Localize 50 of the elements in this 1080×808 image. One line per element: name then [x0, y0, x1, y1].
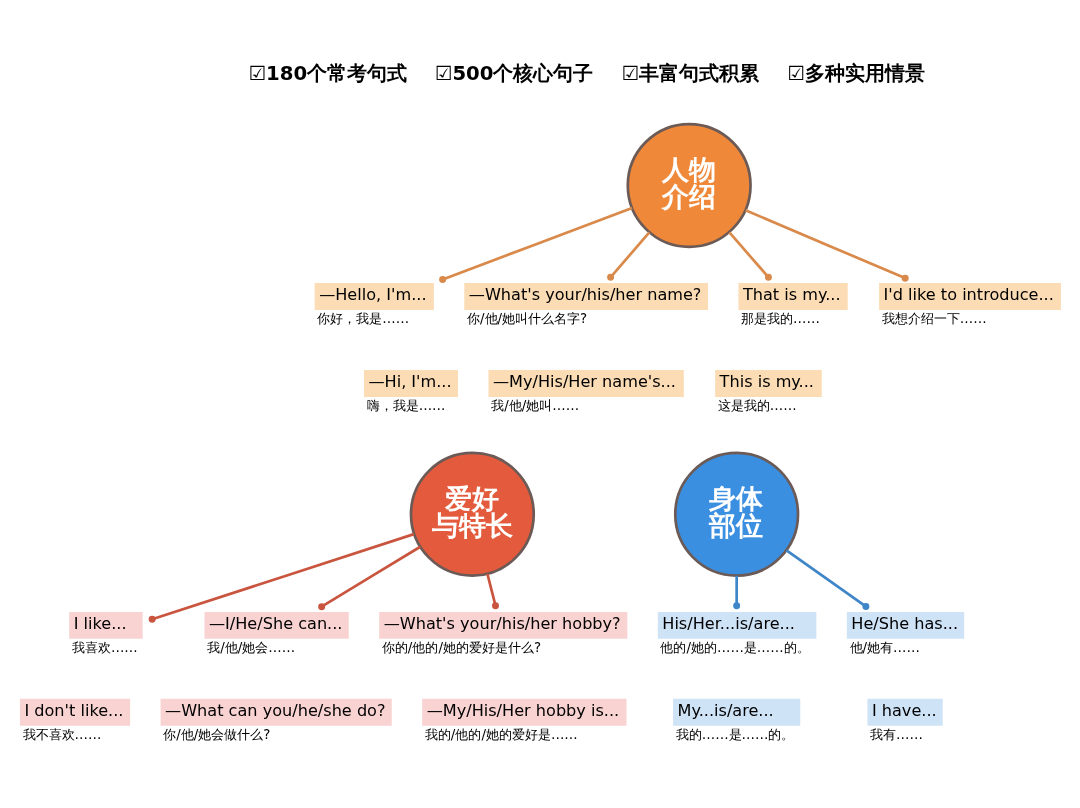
connector	[733, 575, 741, 609]
node-label: 我喜欢……	[71, 639, 138, 655]
node-box: —My/His/Her name's...	[488, 369, 684, 397]
node-label: 这是我的……	[717, 397, 797, 413]
node-label: 他/她有……	[849, 639, 920, 655]
label: ☑多种实用情景	[787, 61, 925, 85]
node-box: —Hello, I'm...	[314, 282, 434, 310]
node-label: 我/他/她会……	[207, 639, 296, 655]
node-label: 嗨，我是……	[366, 397, 446, 413]
node-circle: 身体部位	[673, 451, 800, 577]
connector	[318, 545, 421, 610]
label: ☑180个常考句式	[248, 61, 408, 85]
node-label: 你/他/她叫什么名字?	[466, 310, 588, 326]
node-box: This is my...	[715, 369, 822, 397]
label: ☑500个核心句子	[434, 61, 594, 85]
node-box: My...is/are...	[673, 698, 801, 726]
node-box: I have...	[867, 698, 943, 726]
node-label: 我的……是……的。	[675, 726, 795, 742]
connector	[745, 208, 909, 282]
node-label: 你好，我是……	[317, 310, 410, 326]
node-box: I'd like to introduce...	[879, 282, 1061, 310]
connector	[148, 532, 415, 623]
node-box: —What's your/his/her hobby?	[379, 611, 628, 639]
node-circle: 爱好与特长	[409, 451, 536, 577]
connector	[607, 231, 651, 281]
node-circle: 人物介绍	[626, 122, 752, 248]
node-box: —What can you/he/she do?	[160, 698, 392, 726]
node-box: I don't like...	[19, 698, 131, 726]
node-box: —What's your/his/her name?	[464, 282, 708, 310]
node-label: 我的/他的/她的爱好是……	[424, 726, 578, 742]
label: ☑丰富句式积累	[621, 61, 760, 85]
connector	[728, 231, 772, 281]
node-box: —I/He/She can...	[204, 611, 349, 639]
node-label: 他的/她的……是……的。	[660, 639, 810, 655]
node-label: 我不喜欢……	[22, 726, 102, 742]
node-box: That is my...	[738, 282, 848, 310]
node-box: His/Her...is/are...	[657, 611, 817, 639]
node-label: 你/他/她会做什么?	[163, 726, 271, 742]
node-label: 我想介绍一下……	[881, 310, 987, 326]
node-label: 我有……	[870, 726, 923, 742]
connector	[785, 548, 870, 610]
node-label: 那是我的……	[741, 310, 820, 326]
node-label: 你的/他的/她的爱好是什么?	[381, 639, 542, 655]
connector	[439, 206, 633, 283]
node-box: —My/His/Her hobby is...	[422, 698, 627, 726]
node-box: —Hi, I'm...	[363, 369, 459, 397]
node-box: He/She has...	[846, 611, 965, 639]
node-label: 我/他/她叫……	[491, 397, 580, 413]
connector	[486, 573, 499, 609]
node-box: I like...	[69, 611, 143, 639]
